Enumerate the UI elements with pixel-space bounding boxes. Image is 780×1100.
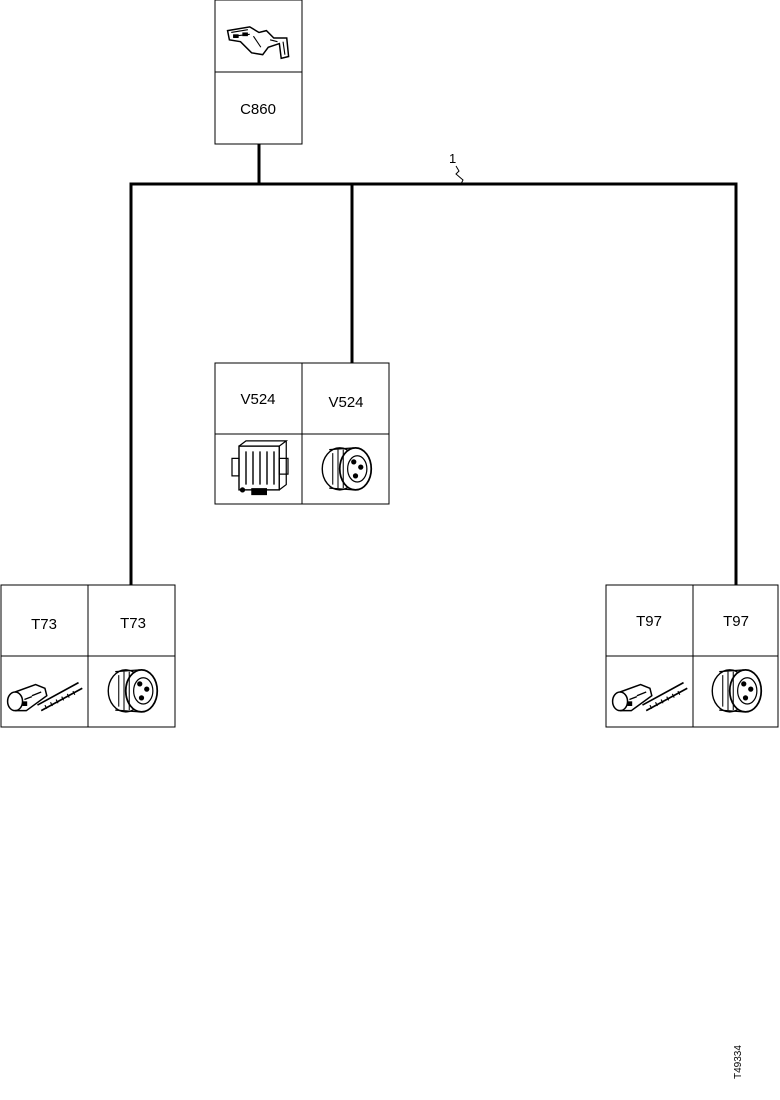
callout-1: 1 bbox=[449, 151, 464, 185]
connector-label-v524-a: V524 bbox=[240, 391, 275, 408]
callout-number: 1 bbox=[449, 151, 456, 166]
callout-leader bbox=[455, 165, 464, 185]
connector-c860: C860 bbox=[214, 0, 303, 145]
figure-id: T49334 bbox=[733, 1045, 744, 1079]
connector-label-c860: C860 bbox=[240, 101, 276, 118]
connector-t97: T97 T97 bbox=[605, 584, 779, 728]
connector-label-v524-b: V524 bbox=[328, 394, 363, 411]
connector-label-t97-b: T97 bbox=[723, 613, 749, 630]
connector-t73: T73 T73 bbox=[0, 584, 176, 728]
wire-harness-1 bbox=[129, 142, 738, 587]
connector-label-t73-a: T73 bbox=[31, 616, 57, 633]
connector-label-t73-b: T73 bbox=[120, 615, 146, 632]
connector-v524: V524 V524 bbox=[214, 362, 390, 505]
connector-label-t97-a: T97 bbox=[636, 613, 662, 630]
